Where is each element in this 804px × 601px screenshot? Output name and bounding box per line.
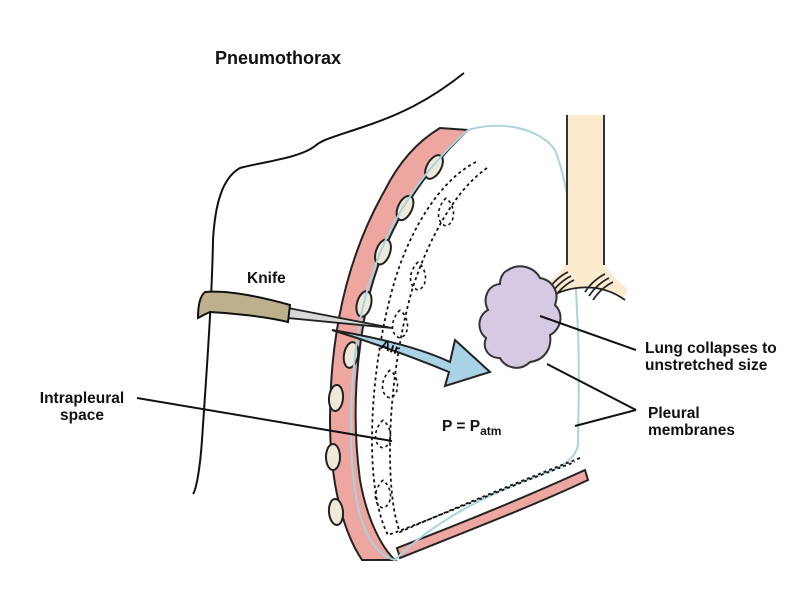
knife-label: Knife xyxy=(247,270,286,287)
lung-label-line2: unstretched size xyxy=(645,357,768,374)
intrapleural-space-label: Intrapleural space xyxy=(30,390,134,424)
diaphragm xyxy=(395,468,590,560)
leader-pleural-2 xyxy=(574,409,637,427)
pleural-membranes-label: Pleural membranes xyxy=(648,405,735,439)
diagram-title: Pneumothorax xyxy=(215,48,342,68)
pressure-label: P = Patm xyxy=(442,418,502,438)
lung-label-line1: Lung collapses to xyxy=(645,340,777,357)
intrapleural-label-line2: space xyxy=(60,407,104,424)
pleural-label-line2: membranes xyxy=(648,422,736,439)
intrapleural-label-line1: Intrapleural xyxy=(39,390,125,407)
pressure-prefix: P = P xyxy=(442,418,481,435)
dotted-membrane-1 xyxy=(371,161,576,537)
leader-pleural-1 xyxy=(546,363,637,411)
bronchi-cartilage xyxy=(547,271,626,301)
pressure-subscript: atm xyxy=(480,424,502,438)
body-outline xyxy=(192,72,465,495)
dotted-membrane-2 xyxy=(389,167,581,534)
knife-handle xyxy=(196,290,292,324)
trachea xyxy=(535,115,628,300)
lung-collapse-label: Lung collapses to unstretched size xyxy=(645,340,777,374)
leader-intrapleural xyxy=(136,397,393,442)
rib xyxy=(374,238,392,266)
collapsed-lung xyxy=(478,265,562,369)
pleural-label-line1: Pleural xyxy=(648,405,700,422)
air-arrow xyxy=(331,329,492,388)
rib xyxy=(327,384,345,412)
rib xyxy=(325,443,341,471)
leader-lung xyxy=(539,315,637,351)
rib xyxy=(327,498,345,526)
